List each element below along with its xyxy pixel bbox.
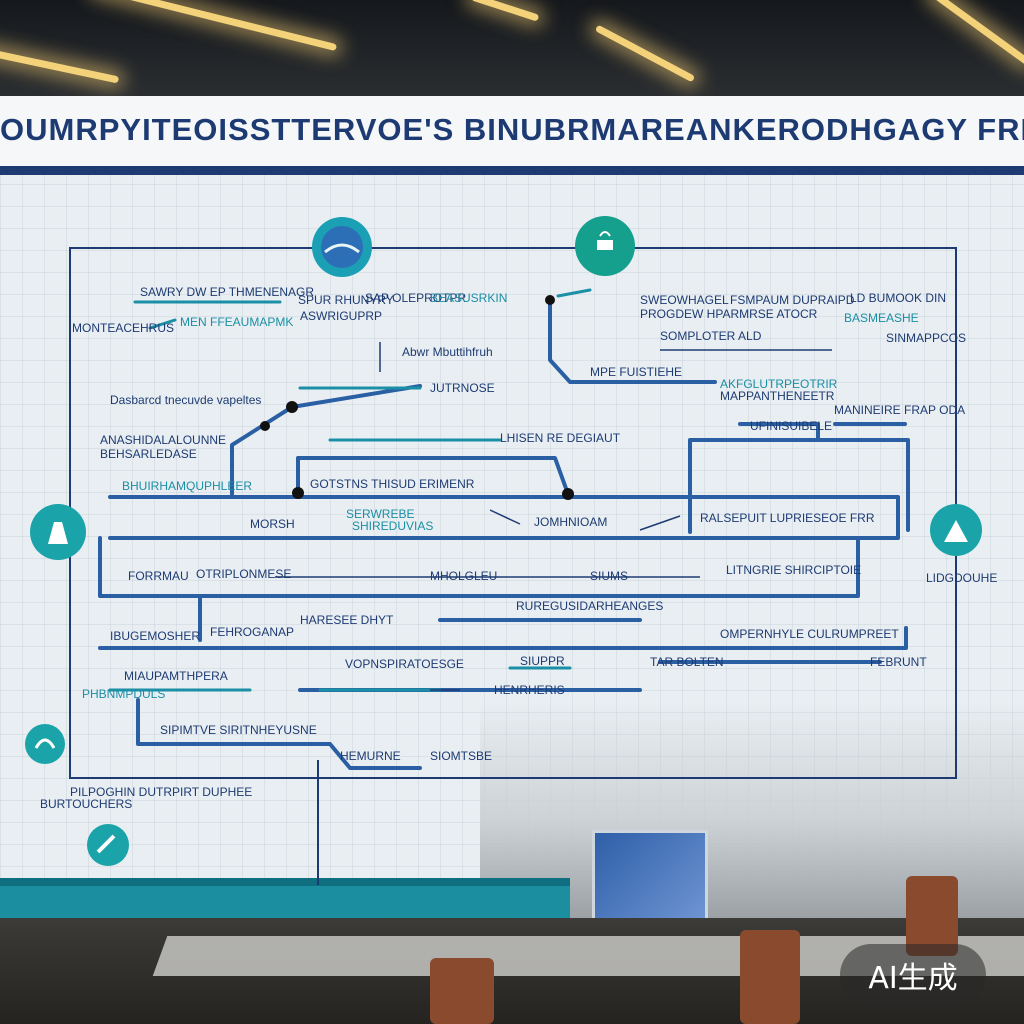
label: Abwr Mbuttihfruh [402, 345, 493, 359]
label: UFINISUIBELE [750, 419, 832, 433]
label: PROGDEW HPARMRSE ATOCR [640, 307, 818, 321]
connector-line [296, 456, 570, 499]
junction-dot [286, 401, 298, 413]
label: FEHROGANAP [210, 625, 294, 639]
junction-dot [260, 421, 270, 431]
label: MEN FFEAUMAPMK [180, 315, 293, 329]
ceiling [0, 0, 1024, 96]
label: BEHSARLEDASE [100, 447, 197, 461]
label: GOTSTNS THISUD ERIMENR [310, 477, 475, 491]
connector-line [98, 536, 860, 598]
pen-icon [87, 824, 129, 866]
connector-line [738, 422, 820, 442]
label: LITNGRIE SHIRCIPTOIE [726, 563, 861, 577]
label: BURTOUCHERS [40, 797, 132, 811]
junction-dot [562, 488, 574, 500]
junction-dot [545, 295, 555, 305]
label: BASMEASHE [844, 311, 919, 325]
page-title: OUMRPYITEOISSTTERVOE'S BINUBRMAREANKEROD… [0, 112, 1024, 147]
label: SERWREBE [346, 507, 414, 521]
bell-icon [30, 504, 86, 560]
label: SIOMTSBE [430, 749, 492, 763]
label: RALSEPUIT LUPRIESEOE FRR [700, 511, 875, 525]
label: MORSH [250, 517, 295, 531]
connector-line [556, 288, 592, 298]
label: PHBNMPDULS [82, 687, 165, 701]
connector-line [639, 515, 681, 531]
globe-icon [312, 217, 372, 277]
bulb-icon [575, 216, 635, 276]
label: MPE FUISTIEHE [590, 365, 682, 379]
label: JUTRNOSE [430, 381, 495, 395]
junction-dots [260, 295, 574, 500]
title-band [0, 96, 1024, 166]
label: LD BUMOOK DIN [850, 291, 946, 305]
label: RUREGUSIDARHEANGES [516, 599, 663, 613]
label: FSMPAUM DUPRAIPD [730, 293, 855, 307]
label: VOPNSPIRATOESGE [345, 657, 464, 671]
connector-group [98, 298, 910, 770]
connector-line [136, 698, 422, 770]
label: SWEOWHAGEL [640, 293, 729, 307]
label: HENRHERIS [494, 683, 565, 697]
connector-line [148, 318, 177, 330]
label: MAPPANTHENEETR [720, 389, 835, 403]
label: SHIREDUVIAS [352, 519, 433, 533]
label: FORRMAU [128, 569, 189, 583]
label: TAR BOLTEN [650, 655, 724, 669]
label: MONTEACEHRUS [72, 321, 174, 335]
warning-icon [930, 504, 982, 556]
diagram-labels: SAWRY DW EP THMENENAGR MEN FFEAUMAPMK MO… [40, 285, 997, 811]
chair [906, 876, 958, 956]
label: SIUPPR [520, 654, 565, 668]
label: HARESEE DHYT [300, 613, 394, 627]
label: SOMPLOTER ALD [660, 329, 762, 343]
connector-line [108, 495, 900, 540]
label: SIUMS [590, 569, 628, 583]
label: MIAUPAMTHPERA [124, 669, 228, 683]
ai-generated-badge: AI生成 [840, 944, 986, 1006]
chair [740, 930, 800, 1024]
connector-line [548, 298, 717, 384]
title-rule [0, 166, 1024, 175]
label: SIPIMTVE SIRITNHEYUSNE [160, 723, 317, 737]
teal-stripe [0, 878, 570, 886]
chair [430, 958, 494, 1024]
monitor [592, 830, 708, 924]
label: PILPOGHIN DUTRPIRT DUPHEE [70, 785, 252, 799]
label: SAWRY DW EP THMENENAGR [140, 285, 314, 299]
label: LIDGDOUHE [926, 571, 997, 585]
label: OTRIPLONMESE [196, 567, 291, 581]
label: HEMURNE [340, 749, 401, 763]
label: MANINEIRE FRAP ODA [834, 403, 965, 417]
label: IBUGEMOSHER [110, 629, 200, 643]
label: BEASUSRKIN [430, 291, 507, 305]
label: Dasbarcd tnecuvde vapeltes [110, 393, 261, 407]
chat-icon [25, 724, 65, 764]
connector-line [98, 626, 908, 650]
label: MHOLGLEU [430, 569, 497, 583]
label: SPUR RHUNYRY [298, 293, 394, 307]
icon-nodes [25, 216, 982, 866]
label: ASWRIGUPRP [300, 309, 382, 323]
label: FEBRUNT [870, 655, 927, 669]
label: OMPERNHYLE CULRUMPREET [720, 627, 899, 641]
connector-line [688, 438, 910, 534]
label: SINMAPPCOS [886, 331, 966, 345]
label: SAP OLEPROTPR [365, 291, 466, 305]
label: ANASHIDALALOUNNE [100, 433, 226, 447]
label: BHUIRHAMQUPHLEER [122, 479, 252, 493]
thin-connector-group [275, 342, 832, 691]
connector-line [489, 509, 521, 525]
label: JOMHNIOAM [534, 515, 607, 529]
junction-dot [292, 487, 304, 499]
connector-group-teal [108, 288, 592, 692]
label: AKFGLUTRPEOTRIR [720, 377, 838, 391]
teal-band [0, 886, 570, 918]
label: LHISEN RE DEGIAUT [500, 431, 621, 445]
